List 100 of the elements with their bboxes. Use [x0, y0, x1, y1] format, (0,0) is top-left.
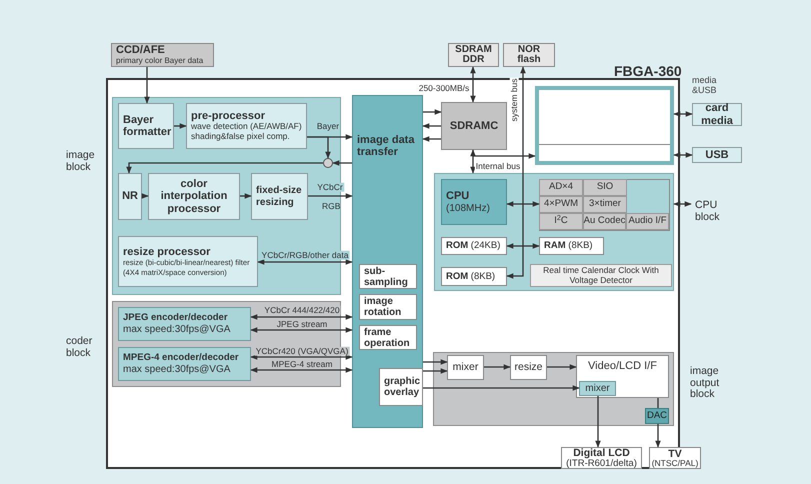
block-label: image block — [66, 150, 96, 174]
box-title: MPEG-4 encoder/decoder — [123, 353, 240, 364]
arrow — [308, 193, 353, 199]
process-box — [118, 103, 174, 149]
arrow — [423, 368, 448, 374]
output-box — [649, 447, 701, 469]
codec-box — [118, 347, 251, 381]
box-title: SDRAM DDR — [454, 45, 493, 65]
arrow — [174, 123, 187, 129]
arrow — [250, 367, 353, 373]
arrow — [126, 162, 323, 174]
transfer-bar — [352, 95, 423, 428]
memory-box — [503, 43, 555, 67]
source-box — [111, 43, 214, 67]
box-title: Real time Calendar Clock With Voltage Detector — [542, 266, 660, 285]
process-box — [251, 173, 308, 220]
box-title: Bayer formatter — [123, 114, 169, 138]
block-label: image output block — [690, 366, 720, 401]
edge-label: YCbCr420 (VGA/QVGA) — [254, 346, 350, 356]
peripheral-cell: Au Codec — [583, 213, 626, 230]
box-title: sub-sampling — [364, 266, 409, 288]
arrow — [422, 136, 441, 142]
function-box — [359, 264, 417, 289]
arrow — [423, 109, 442, 115]
box-title: CPU — [446, 190, 470, 203]
box-subtext: primary color Bayer data — [116, 56, 204, 66]
edge-label: system bus — [510, 78, 518, 122]
box-title: ROM (8KB) — [446, 272, 496, 282]
block-label: coder block — [66, 336, 94, 360]
codec-box — [118, 307, 251, 341]
function-box — [510, 355, 547, 380]
arrow — [250, 354, 353, 360]
arrow — [307, 136, 331, 159]
box-subtext: (ITR-R601/delta) — [566, 458, 637, 468]
interface-box — [576, 355, 669, 398]
peripheral-cell: Audio I/F — [626, 213, 669, 230]
block-panel — [433, 352, 674, 426]
peripheral-cell: 3×timer — [583, 196, 627, 213]
edge-label: 250-300MB/s — [418, 84, 470, 92]
arrow — [423, 385, 580, 391]
box-title: USB — [705, 148, 729, 162]
function-box — [379, 368, 423, 406]
edge-label: YCbCr — [316, 182, 344, 192]
peripheral-grid — [539, 179, 670, 231]
arrow — [250, 314, 353, 320]
memory-box — [441, 237, 507, 255]
box-title: image data transfer — [357, 134, 416, 158]
peripheral-cell: AD×4 — [539, 179, 583, 196]
controller-box — [441, 102, 507, 150]
process-box — [148, 173, 240, 220]
output-box — [561, 447, 642, 469]
edge-label: MPEG-4 stream — [270, 360, 334, 368]
note-label: media &USB — [692, 76, 718, 96]
arrow — [547, 364, 577, 370]
edge-label: YCbCr 444/422/420 — [263, 306, 341, 314]
box-title: ROM (24KB) — [446, 241, 502, 251]
edge-label: YCbCr/RGB/other data — [260, 250, 350, 260]
memory-box — [539, 237, 604, 255]
arrow — [470, 149, 476, 174]
process-box — [118, 236, 258, 287]
box-title: resize — [514, 360, 543, 375]
box-title: TV — [668, 448, 682, 459]
box-title: RAM (8KB) — [544, 241, 594, 251]
arrow — [144, 67, 150, 104]
box-title: Video/LCD I/F — [588, 361, 657, 372]
media-panel — [535, 86, 674, 165]
edge-label: Bayer — [316, 122, 340, 130]
arrow — [655, 424, 661, 448]
chip-title: FBGA-360 — [614, 63, 682, 79]
box-title: resize processor — [123, 246, 212, 258]
box-subtext: max speed:30fps@VGA — [123, 364, 232, 375]
box-title: SDRAMC — [450, 120, 498, 132]
arrow — [595, 396, 601, 448]
port-box — [692, 103, 742, 126]
box-title: card media — [700, 102, 734, 127]
arrow — [506, 66, 526, 279]
box-title: NR — [122, 190, 138, 203]
memory-box — [441, 267, 507, 286]
process-box — [186, 103, 307, 149]
box-subtext: wave detection (AE/AWB/AF) shading&false pixel comp. — [191, 122, 302, 142]
peripheral-cell: SIO — [583, 179, 627, 196]
box-subtext: max speed:30fps@VGA — [123, 324, 232, 335]
box-title: pre-processor — [191, 110, 265, 122]
arrow — [506, 243, 540, 249]
function-box — [447, 355, 484, 380]
function-box — [359, 294, 417, 320]
arrow — [470, 66, 476, 103]
function-box — [359, 325, 417, 350]
box-title: DAC — [646, 411, 668, 421]
edge-label: JPEG stream — [276, 320, 328, 328]
arrow — [240, 193, 252, 199]
box-title: NOR flash — [516, 45, 542, 65]
arrow — [673, 152, 693, 158]
cpu-box — [441, 179, 507, 225]
process-box — [118, 173, 142, 220]
box-title: Digital LCD — [573, 448, 630, 458]
arrow — [250, 327, 353, 333]
box-title: mixer — [452, 360, 478, 375]
arrow — [673, 111, 693, 117]
edge-label: Internal bus — [474, 162, 522, 170]
